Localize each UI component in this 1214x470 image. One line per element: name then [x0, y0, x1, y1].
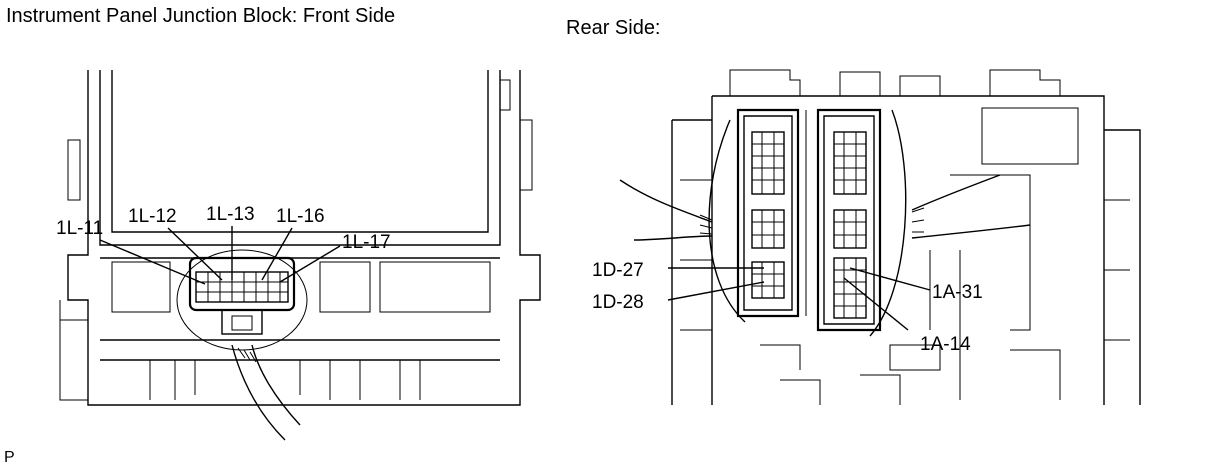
- front-harness: [231, 344, 301, 441]
- label-1l-13: 1L-13: [206, 204, 255, 225]
- rear-callouts: 1D-27 1D-28 1A-31 1A-14: [592, 260, 983, 355]
- label-1l-11: 1L-11: [56, 218, 103, 239]
- label-1d-27: 1D-27: [592, 260, 644, 281]
- rear-connector-right: [816, 108, 882, 332]
- rear-harness: [619, 109, 1031, 337]
- label-1l-12: 1L-12: [128, 206, 177, 227]
- label-1l-17: 1L-17: [342, 232, 391, 253]
- front-side-title: Instrument Panel Junction Block: Front S…: [6, 5, 396, 27]
- label-1d-28: 1D-28: [592, 292, 644, 313]
- label-1l-16: 1L-16: [276, 206, 325, 227]
- front-connector: [176, 249, 308, 351]
- rear-junction-block: [671, 69, 1141, 405]
- front-callouts: 1L-11 1L-12 1L-13 1L-16 1L-17: [56, 204, 391, 285]
- label-1a-14: 1A-14: [920, 334, 971, 355]
- front-junction-block: [59, 70, 541, 406]
- rear-side-title: Rear Side:: [566, 17, 661, 39]
- figure-code: P: [4, 449, 15, 466]
- label-1a-31: 1A-31: [932, 282, 983, 303]
- rear-connector-left: [736, 108, 807, 318]
